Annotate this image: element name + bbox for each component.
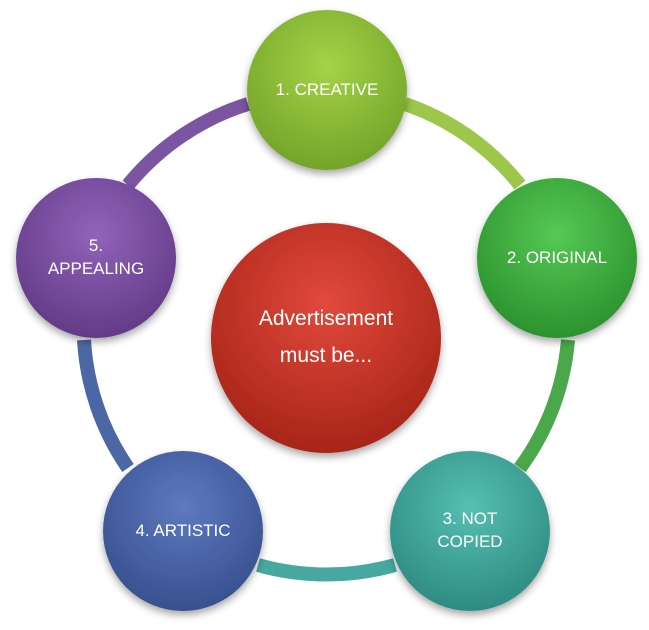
- connector-appealing-creative: [122, 97, 251, 190]
- center-label: Advertisement must be...: [216, 268, 436, 408]
- node-artistic-circle: [103, 451, 263, 611]
- connector-artistic-appealing: [77, 339, 134, 472]
- node-not-copied-circle: [390, 451, 550, 611]
- node-original-circle: [477, 178, 637, 338]
- node-appealing-circle: [16, 178, 176, 338]
- node-creative-circle: [247, 10, 407, 170]
- node-not-copied-line1: 3. NOT: [442, 509, 498, 529]
- node-original-line1: 2. ORIGINAL: [506, 247, 608, 267]
- center-label-line2: must be...: [279, 344, 373, 367]
- center-circle: [211, 223, 441, 453]
- node-creative-label: 1. CREATIVE: [252, 60, 402, 120]
- node-artistic-label: 4. ARTISTIC: [108, 501, 258, 561]
- node-not-copied-line2: COPIED: [437, 532, 503, 551]
- node-creative-line1: 1. CREATIVE: [275, 79, 379, 99]
- node-not-copied-label: 3. NOT COPIED: [395, 495, 545, 567]
- connector-creative-original: [402, 97, 526, 190]
- node-appealing-label: 5. APPEALING: [21, 222, 171, 294]
- node-appealing-line1: 5.: [88, 236, 104, 256]
- connector-original-not-copied: [514, 339, 575, 473]
- node-appealing-line2: APPEALING: [47, 259, 145, 278]
- center-label-line1: Advertisement: [258, 307, 394, 331]
- node-original-label: 2. ORIGINAL: [482, 228, 632, 288]
- connector-not-copied-artistic: [256, 558, 397, 582]
- connector-ring: [77, 97, 575, 582]
- node-artistic-line1: 4. ARTISTIC: [135, 520, 231, 540]
